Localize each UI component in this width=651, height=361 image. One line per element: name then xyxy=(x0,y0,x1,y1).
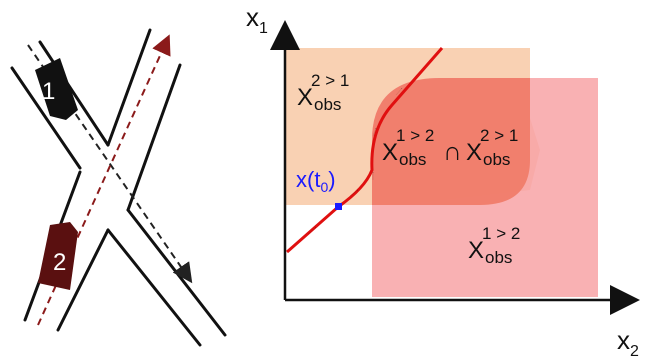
initial-state-label: x(t0) xyxy=(296,167,336,195)
vehicle-2-body xyxy=(38,222,78,290)
vehicle-1-label: 1 xyxy=(42,78,55,105)
trajectory-arrow-4 xyxy=(372,127,377,137)
road-b-edge-right xyxy=(56,228,110,332)
vehicle-1-body xyxy=(35,58,78,120)
road-a-edge-lower xyxy=(10,66,82,170)
x-axis-label: x2 xyxy=(617,325,639,360)
vehicle-2-label: 2 xyxy=(53,249,66,276)
intersection-diagram: 1 2 xyxy=(10,28,227,347)
trajectory-arrow-5 xyxy=(395,87,403,96)
initial-state-marker xyxy=(335,203,342,210)
vehicle-1: 1 xyxy=(35,58,78,120)
region-intersection xyxy=(372,78,530,205)
vehicle-2: 2 xyxy=(38,222,78,290)
road-a-edge-lower-2 xyxy=(106,228,202,347)
trajectory-curve xyxy=(286,47,444,254)
road-a-edge-upper xyxy=(38,40,110,147)
y-axis-label: x1 xyxy=(246,2,268,37)
road-b-edge-right-2 xyxy=(126,63,182,212)
trajectory-arrow-2 xyxy=(349,189,359,197)
trajectory-arrow-1 xyxy=(307,226,317,235)
road-b-edge-left-2 xyxy=(106,28,152,147)
